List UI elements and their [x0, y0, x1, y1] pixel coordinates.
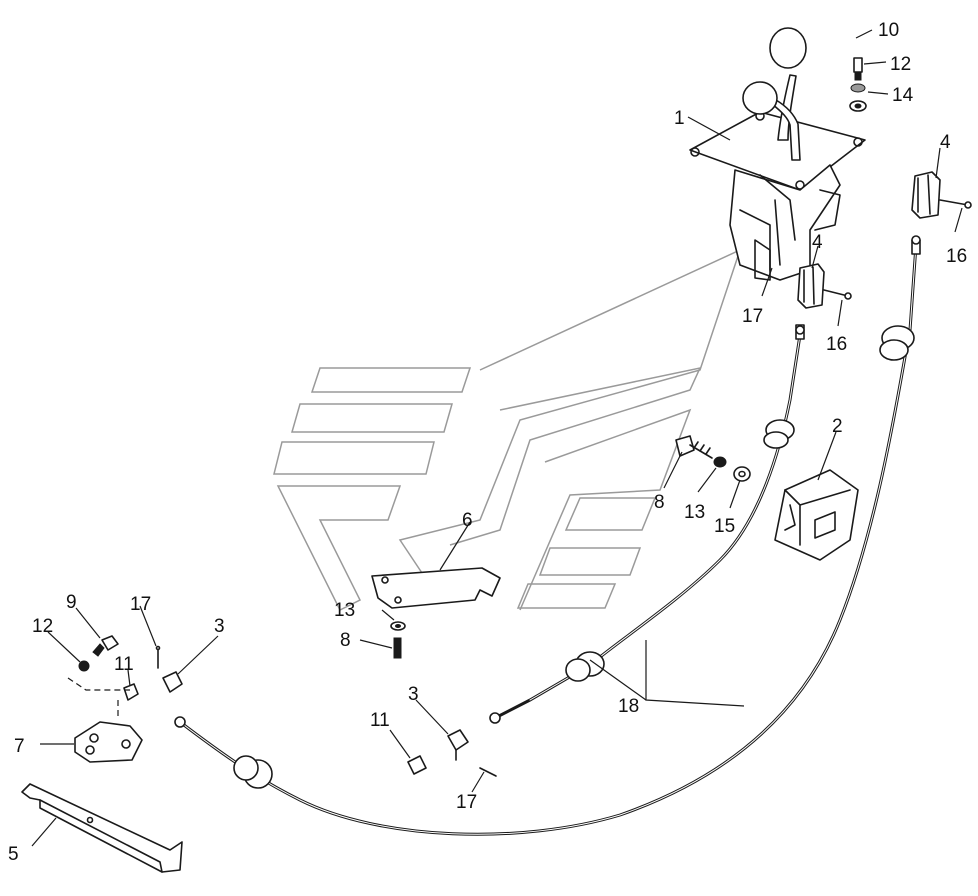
label-part-8-upper: 8 [654, 492, 665, 513]
cable-bracket [774, 469, 859, 561]
left-fasteners [67, 635, 183, 716]
label-part-13-middle: 13 [334, 600, 355, 621]
label-part-13-upper: 13 [684, 502, 705, 523]
leader-lines [31, 29, 963, 847]
label-part-16-middle: 16 [826, 334, 847, 355]
label-part-16-upper: 16 [946, 246, 967, 267]
clevis-middle [797, 263, 852, 309]
label-part-11-left: 11 [114, 654, 134, 675]
label-part-6: 6 [462, 510, 473, 531]
cable-assembly [174, 235, 921, 836]
label-part-7: 7 [14, 736, 25, 757]
label-part-17-left: 17 [130, 594, 151, 615]
top-bolt-washers [849, 57, 867, 112]
small-bracket [74, 721, 143, 763]
label-part-18: 18 [618, 696, 639, 717]
lower-middle-fasteners [407, 729, 497, 777]
shifter-assembly [689, 27, 866, 281]
label-part-4-upper: 4 [940, 132, 951, 153]
label-part-5: 5 [8, 844, 19, 865]
label-part-17-lower: 17 [456, 792, 477, 813]
middle-fasteners [390, 621, 406, 659]
mounting-plate [371, 567, 501, 609]
upper-fasteners [675, 435, 751, 482]
label-part-9: 9 [66, 592, 77, 613]
label-part-1: 1 [674, 108, 685, 129]
label-part-17-top: 17 [742, 306, 763, 327]
label-part-4-middle: 4 [812, 232, 823, 253]
label-part-15: 15 [714, 516, 735, 537]
label-part-3-lower: 3 [408, 684, 419, 705]
label-part-10: 10 [878, 20, 899, 41]
clevis-upper [911, 171, 972, 219]
label-part-3-left: 3 [214, 616, 225, 637]
long-bracket [21, 783, 183, 873]
watermark-logo [273, 248, 742, 612]
label-part-12-top: 12 [890, 54, 911, 75]
label-part-11-lower: 11 [370, 710, 390, 731]
label-part-2: 2 [832, 416, 843, 437]
label-part-12-left: 12 [32, 616, 53, 637]
label-part-14: 14 [892, 85, 914, 106]
part-labels: 1 10 12 14 4 16 4 17 16 2 8 13 15 6 13 8… [8, 20, 967, 865]
label-part-8-middle: 8 [340, 630, 351, 651]
